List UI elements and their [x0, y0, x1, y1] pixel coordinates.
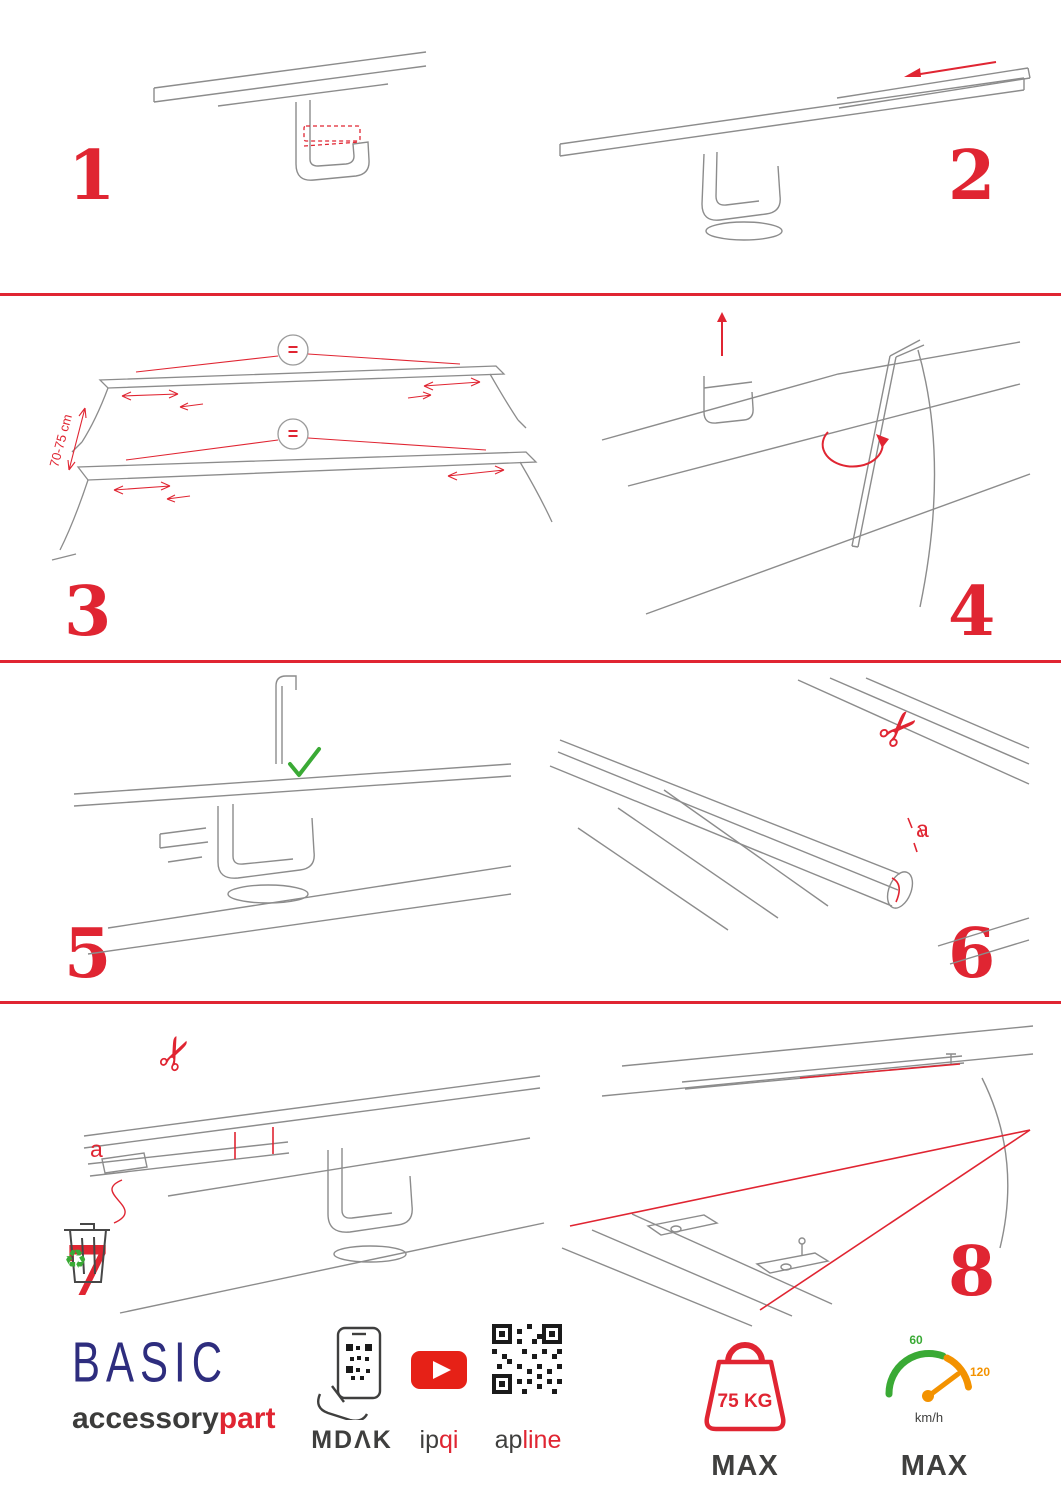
- slide-arrow: [904, 62, 996, 77]
- cut-label-a: a: [90, 1136, 103, 1162]
- channel-name-right: qi: [439, 1426, 459, 1454]
- channel-name-left: ip: [419, 1426, 439, 1454]
- qr-name-label: apline: [478, 1428, 578, 1453]
- weight-limit-value: 75 KG: [718, 1391, 773, 1412]
- step-5-number: 5: [64, 914, 112, 994]
- separator-line: [0, 293, 1061, 296]
- detail-frame: [570, 1064, 1030, 1310]
- step-8-illustration: [550, 1016, 1035, 1334]
- equal-badge: [278, 419, 308, 449]
- qr-name-left: ap: [494, 1426, 523, 1454]
- cut-label-a: a: [916, 816, 929, 842]
- channel-name-label: ipqi: [404, 1428, 474, 1453]
- weight-limit-icon: 75 KG: [695, 1326, 795, 1440]
- app-name-label: MDΛK: [311, 1426, 393, 1454]
- weight-max-label: MAX: [711, 1450, 779, 1482]
- step-4-illustration: [588, 312, 1033, 642]
- step-8-number: 8: [948, 1232, 996, 1312]
- brand-subtitle-left: accessory: [72, 1402, 219, 1435]
- step-2-number: 2: [948, 136, 996, 216]
- qr-code: [492, 1324, 562, 1394]
- insert-arrow: [717, 312, 727, 356]
- speed-low-label: 60: [909, 1333, 923, 1347]
- step-1-illustration: [148, 40, 433, 250]
- qr-name-right: line: [522, 1426, 562, 1454]
- brand-block: BASIC accessorypart: [72, 1329, 282, 1434]
- speedometer-icon: 60 120 km/h: [872, 1333, 990, 1425]
- step-1-number: 1: [68, 136, 116, 216]
- trash-bin-icon: [64, 1224, 110, 1282]
- brand-title: BASIC: [72, 1329, 229, 1394]
- dimension-marks: [68, 354, 504, 502]
- youtube-icon: [411, 1351, 467, 1389]
- step-7-illustration: [28, 1016, 546, 1324]
- cut-marks: [112, 1127, 273, 1223]
- step-5-illustration: [66, 664, 521, 969]
- speed-high-label: 120: [970, 1365, 990, 1379]
- equal-sign: =: [288, 340, 299, 360]
- equal-badge: [278, 335, 308, 365]
- recycle-icon: ♻: [64, 1244, 88, 1274]
- step-3-illustration: = = 70-75 cm: [46, 300, 563, 605]
- brand-subtitle: accessorypart: [72, 1404, 282, 1434]
- speed-unit-label: km/h: [915, 1410, 943, 1425]
- rotate-arrow: [823, 432, 889, 467]
- step-3-number: 3: [64, 572, 112, 652]
- step-2-illustration: [552, 24, 1037, 254]
- step-4-number: 4: [948, 572, 996, 652]
- equal-sign: =: [288, 424, 299, 444]
- cut-strip-marks: [892, 818, 923, 902]
- speed-max-label: MAX: [900, 1450, 969, 1482]
- spacing-label: 70-75 cm: [46, 413, 75, 469]
- clamp-highlight: [304, 126, 360, 146]
- check-icon: [290, 749, 319, 775]
- phone-qr-icon: [310, 1324, 394, 1420]
- step-6-illustration: [546, 676, 1031, 981]
- brand-subtitle-right: part: [218, 1402, 276, 1435]
- separator-line: [0, 1001, 1061, 1004]
- separator-line: [0, 660, 1061, 663]
